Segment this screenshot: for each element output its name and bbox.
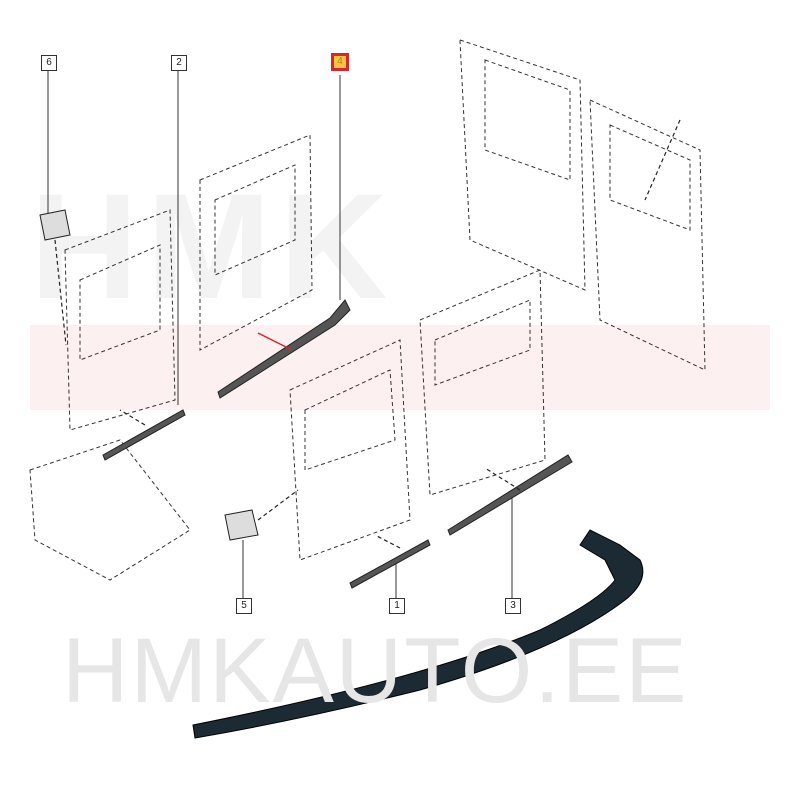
front-door-left (64, 209, 176, 431)
rear-door-right (589, 99, 706, 371)
rear-door-seal (192, 529, 644, 739)
front-door-right (199, 134, 313, 351)
watermark-bottom: HMKAUTO.EE (62, 620, 689, 722)
strip-2 (102, 409, 186, 461)
callout-1[interactable]: 1 (389, 598, 405, 614)
rear-door-left (459, 39, 586, 291)
strip-1 (349, 539, 431, 589)
callout-6[interactable]: 6 (41, 55, 57, 71)
clip-6 (39, 209, 71, 241)
clip-5 (224, 509, 259, 541)
callout-4-highlighted[interactable]: 4 (331, 53, 349, 71)
callout-3[interactable]: 3 (505, 598, 521, 614)
sliding-door-right (419, 269, 546, 496)
callout-2[interactable]: 2 (171, 55, 187, 71)
strip-4 (217, 299, 351, 399)
bonnet (29, 439, 191, 581)
callout-5[interactable]: 5 (236, 598, 252, 614)
sliding-door-left (289, 339, 411, 561)
watermark-band (30, 325, 770, 410)
strip-3 (447, 454, 573, 536)
highlight-arrow (257, 332, 293, 351)
watermark-top: HMK (30, 162, 396, 330)
